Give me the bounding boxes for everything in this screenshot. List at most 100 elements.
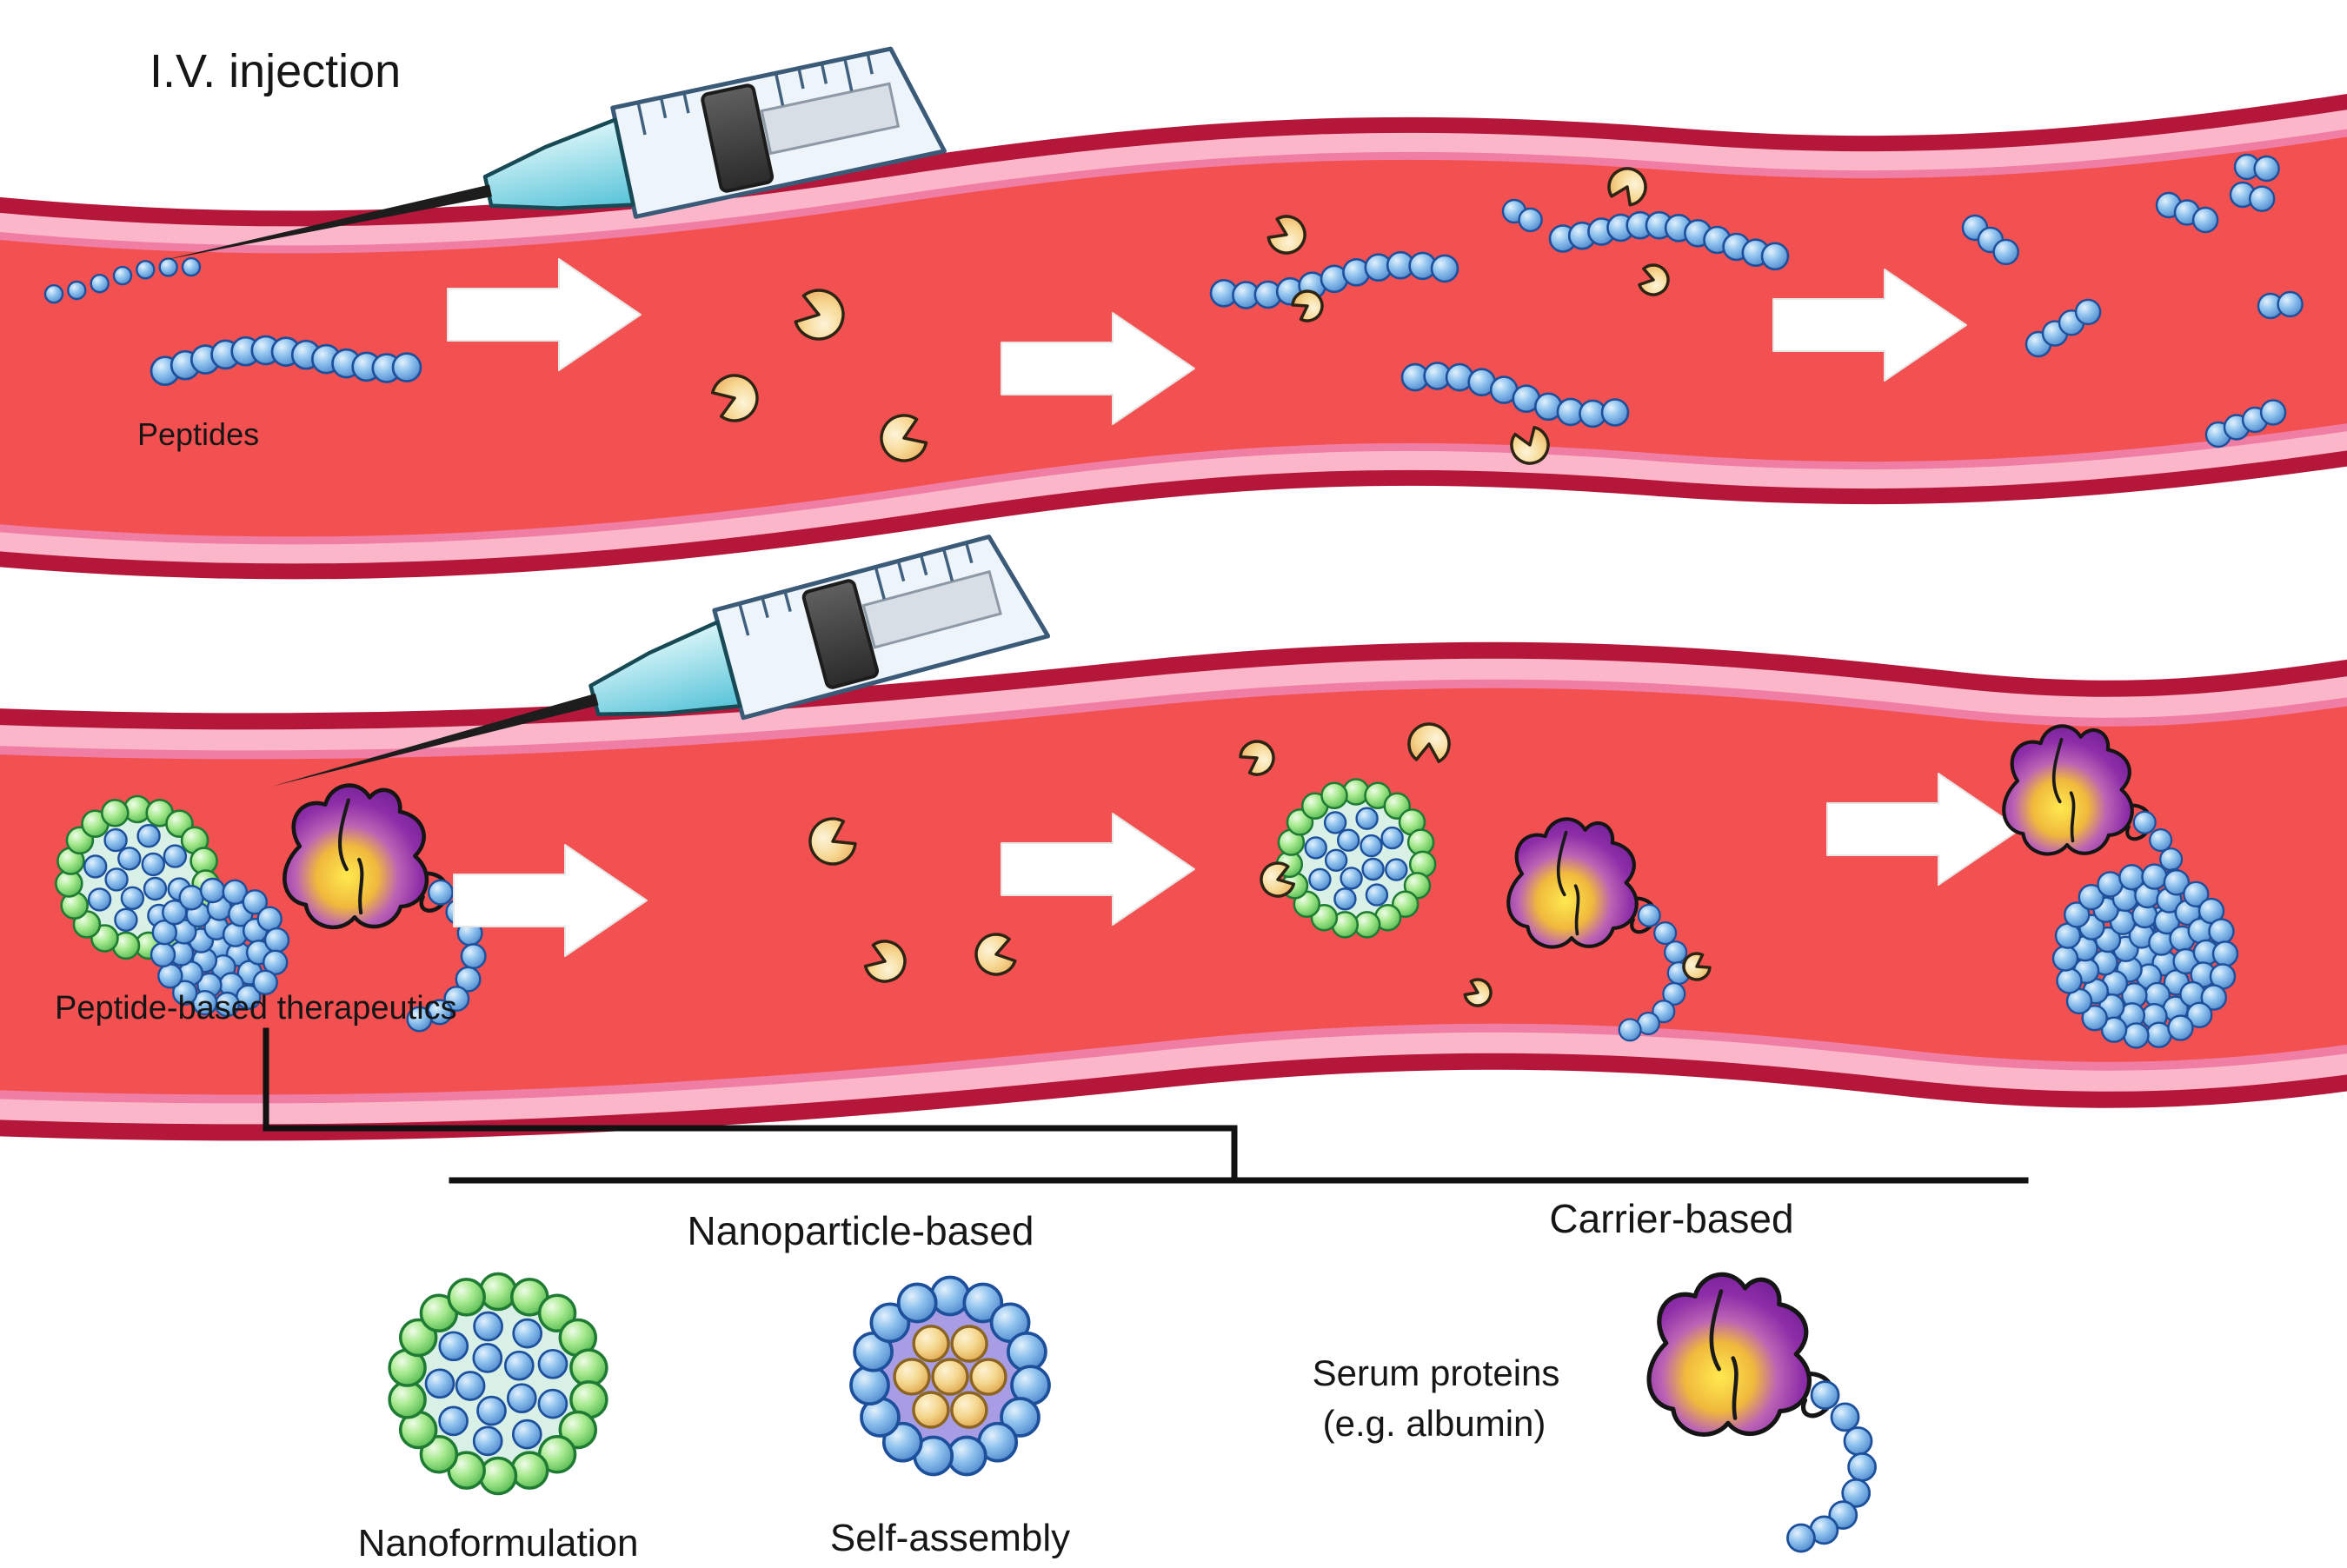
peptide-bead bbox=[181, 256, 202, 277]
graduation-mark bbox=[738, 604, 750, 636]
conjugated-peptide-bead bbox=[460, 943, 487, 970]
graduation-mark bbox=[965, 543, 974, 564]
protease-enzyme-icon bbox=[1638, 263, 1670, 296]
inner-bead bbox=[1323, 811, 1347, 834]
shell-bead bbox=[558, 1410, 598, 1450]
inner-bead bbox=[438, 1405, 469, 1437]
albumin-carrier-protein bbox=[1646, 1272, 1878, 1553]
albumin-body bbox=[283, 783, 429, 930]
micelle-bead bbox=[2118, 864, 2145, 891]
micelle-bead bbox=[157, 963, 183, 989]
inner-bead bbox=[893, 1358, 931, 1396]
shell-bead bbox=[398, 1318, 438, 1358]
inner-bead bbox=[1308, 867, 1332, 892]
inner-bead bbox=[1380, 826, 1404, 850]
inner-bead bbox=[511, 1419, 542, 1450]
peptide-bead bbox=[1760, 242, 1790, 271]
peptide-fragment-bead bbox=[2277, 290, 2304, 318]
taxonomy-icons bbox=[388, 1272, 1878, 1553]
inner-bead bbox=[506, 1383, 537, 1414]
shell-bead bbox=[929, 1275, 971, 1317]
albumin-cleft bbox=[357, 857, 364, 915]
flow-arrow bbox=[453, 844, 648, 957]
shell-bead bbox=[447, 1278, 486, 1317]
protease-enzyme-icon bbox=[794, 289, 845, 341]
graduation-mark bbox=[843, 59, 854, 91]
plunger-rod bbox=[861, 569, 1002, 649]
peptide-bead bbox=[1600, 398, 1630, 427]
inner-bead bbox=[120, 886, 145, 911]
shell-bead bbox=[478, 1272, 518, 1312]
conjugated-peptide-bead bbox=[1653, 920, 1678, 946]
conjugated-peptide-bead bbox=[2159, 847, 2184, 872]
serum-proteins-line2: (e.g. albumin) bbox=[1323, 1403, 1546, 1444]
conjugated-peptide-bead bbox=[1618, 1018, 1642, 1042]
micelle-bead bbox=[178, 885, 204, 911]
peptide-micelle-cluster bbox=[150, 877, 290, 1018]
peptide-bead bbox=[158, 257, 178, 277]
peptide-fragment-bead bbox=[2253, 155, 2280, 183]
inner-bead bbox=[537, 1388, 568, 1419]
inner-bead bbox=[472, 1343, 503, 1373]
inner-bead bbox=[931, 1358, 969, 1396]
bottom-vessel-contents bbox=[55, 722, 2239, 1049]
peptide-bead bbox=[1430, 254, 1459, 283]
peptide-fragment-bead bbox=[1992, 238, 2019, 266]
conjugated-peptide-bead bbox=[455, 966, 482, 993]
protease-enzyme-icon bbox=[1267, 215, 1306, 255]
graduation-mark bbox=[761, 598, 769, 619]
flow-arrow bbox=[1001, 813, 1195, 926]
inner-bead bbox=[512, 1318, 543, 1349]
conjugated-peptide-bead bbox=[1662, 981, 1686, 1006]
micelle-bead bbox=[2167, 1014, 2194, 1041]
micelle-bead bbox=[263, 949, 289, 976]
albumin-tail bbox=[1619, 896, 1658, 934]
shell-bead bbox=[849, 1365, 890, 1406]
inner-bead bbox=[87, 887, 112, 912]
inner-bead bbox=[473, 1311, 503, 1342]
micelle-bead bbox=[242, 889, 268, 915]
shell-bead bbox=[1000, 1397, 1041, 1438]
micelle-bead bbox=[256, 906, 283, 932]
flow-arrow bbox=[1001, 312, 1195, 425]
peptide-bead bbox=[67, 280, 87, 301]
needle bbox=[161, 184, 492, 261]
conjugated-peptide-bead bbox=[443, 986, 470, 1013]
graduation-mark bbox=[821, 64, 828, 84]
protease-enzyme-icon bbox=[880, 414, 928, 462]
inner-bead bbox=[103, 827, 128, 853]
peptide-bead bbox=[391, 352, 422, 382]
graduation-mark bbox=[682, 94, 690, 114]
albumin-cleft bbox=[1573, 884, 1580, 936]
syringe bbox=[271, 534, 1051, 787]
inner-bead bbox=[950, 1325, 988, 1363]
conjugated-peptide-bead bbox=[1637, 903, 1661, 927]
carrier-based-label: Carrier-based bbox=[1549, 1196, 1793, 1241]
shell-bead bbox=[1320, 781, 1348, 809]
micelle-bead bbox=[2081, 1004, 2108, 1032]
inner-bead bbox=[1336, 828, 1360, 852]
flow-arrow bbox=[1826, 773, 2021, 886]
inner-bead bbox=[455, 1371, 486, 1401]
inner-bead bbox=[1324, 848, 1348, 872]
micelle-bead bbox=[2200, 984, 2228, 1011]
protease-enzyme-icon bbox=[863, 940, 907, 983]
nanoformulation-label: Nanoformulation bbox=[358, 1522, 639, 1565]
inner-bead bbox=[1385, 858, 1408, 881]
protease-enzyme-icon bbox=[1682, 952, 1712, 981]
protease-enzyme-icon bbox=[974, 933, 1017, 976]
protease-enzyme-icon bbox=[1260, 861, 1296, 898]
self-assembly-label: Self-assembly bbox=[830, 1517, 1070, 1559]
conjugated-peptide-bead bbox=[1841, 1478, 1872, 1508]
inner-bead bbox=[1340, 867, 1363, 890]
self-assembly-icon bbox=[849, 1275, 1051, 1477]
protease-enzyme-icon bbox=[710, 374, 759, 422]
therapeutics-label: Peptide-based therapeutics bbox=[55, 990, 457, 1027]
inner-bead bbox=[104, 867, 129, 892]
albumin-cleft bbox=[1709, 1289, 1724, 1372]
inner-bead bbox=[912, 1325, 950, 1363]
inner-bead bbox=[969, 1358, 1007, 1396]
inner-bead bbox=[163, 844, 188, 868]
